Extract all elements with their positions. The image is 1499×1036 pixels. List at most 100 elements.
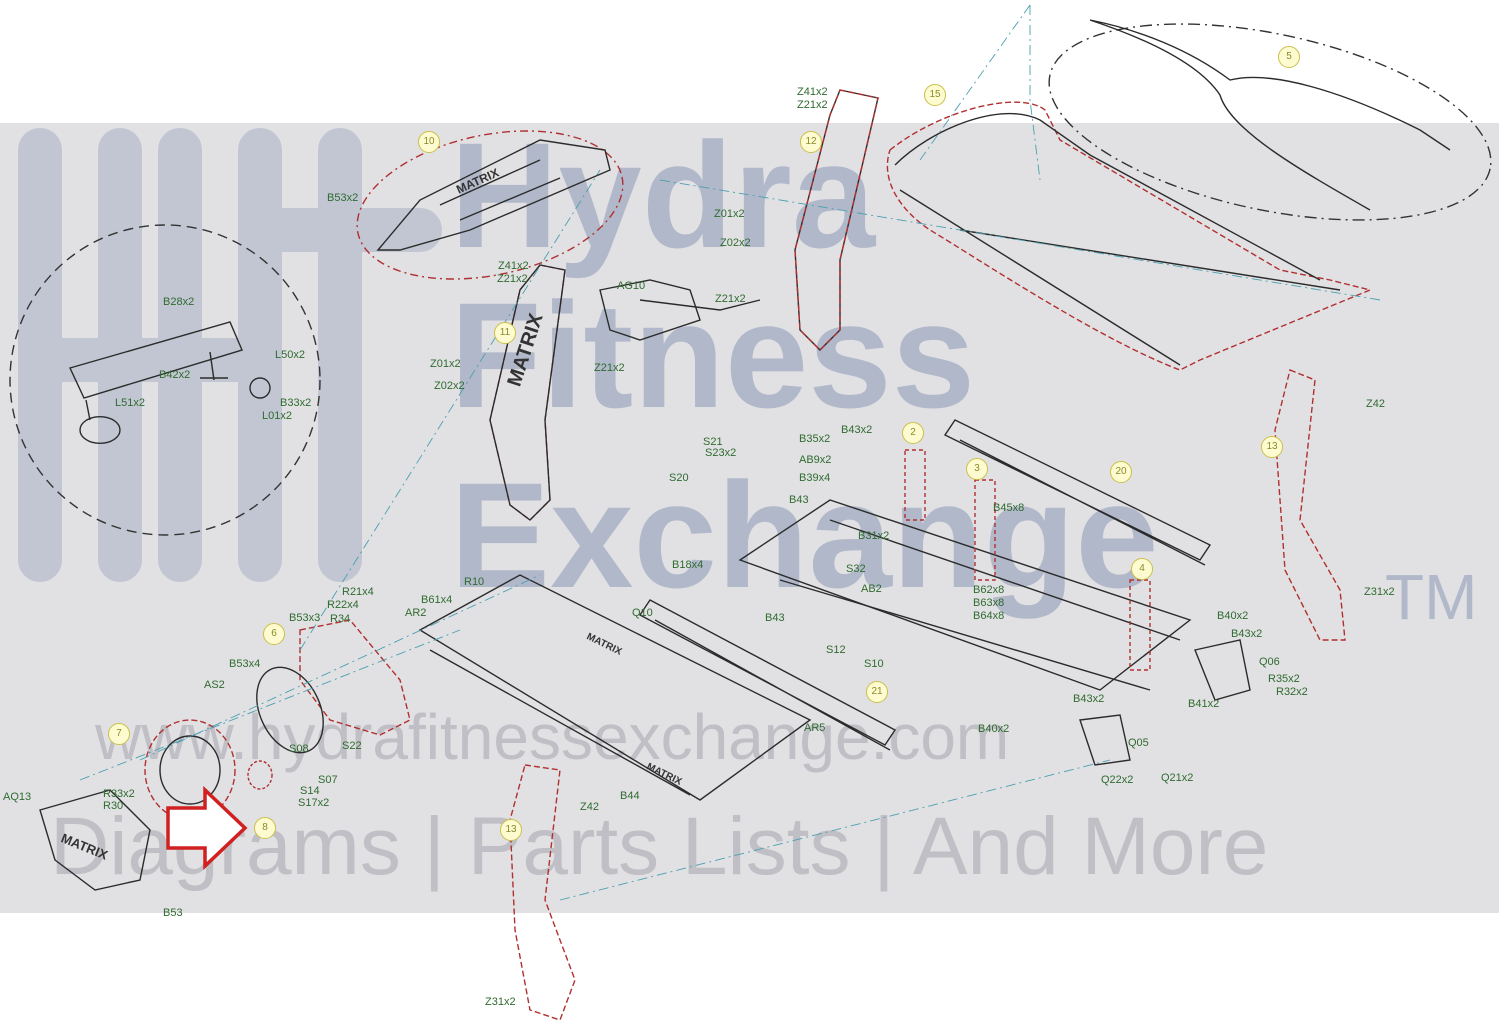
part-label: S21 xyxy=(703,436,723,448)
part-label: B63x8 xyxy=(973,597,1005,609)
callout-15: 15 xyxy=(924,84,946,106)
part-label: R21x4 xyxy=(342,586,374,598)
part-label: S14 xyxy=(300,785,320,797)
part-label: S17x2 xyxy=(298,797,330,809)
part-label: B33x2 xyxy=(280,397,312,409)
part-label: R22x4 xyxy=(327,599,359,611)
part-label: B41x2 xyxy=(1188,698,1220,710)
part-label: R10 xyxy=(464,576,485,588)
part-label: S12 xyxy=(826,644,846,656)
part-label: B53x2 xyxy=(327,192,359,204)
callout-4: 4 xyxy=(1131,558,1153,580)
part-label: Z21x2 xyxy=(497,273,528,285)
watermark-tagline: Diagrams | Parts Lists | And More xyxy=(50,801,1269,892)
part-label: B43x2 xyxy=(841,424,873,436)
part-label: B62x8 xyxy=(973,584,1005,596)
part-label: B43 xyxy=(789,494,809,506)
part-label: B35x2 xyxy=(799,433,831,445)
callout-11: 11 xyxy=(494,322,516,344)
part-label: R32x2 xyxy=(1276,686,1308,698)
part-label: Q05 xyxy=(1128,737,1149,749)
part-label: L51x2 xyxy=(115,397,145,409)
part-label: R30 xyxy=(103,800,124,812)
part-label: B31x2 xyxy=(858,530,890,542)
part-label: S32 xyxy=(846,563,866,575)
watermark-band xyxy=(0,123,1499,913)
part-label: Z01x2 xyxy=(430,358,461,370)
detail-circle xyxy=(9,224,321,536)
part-label: Z01x2 xyxy=(714,208,745,220)
watermark-line-3: Exchange xyxy=(450,451,1159,619)
part-label: Q10 xyxy=(632,607,653,619)
callout-13-bottom: 13 xyxy=(500,819,522,841)
part-label: AR5 xyxy=(804,722,826,734)
part-label: AB2 xyxy=(861,583,882,595)
part-label: S23x2 xyxy=(705,447,737,459)
part-label: B42x2 xyxy=(159,369,191,381)
part-label: S10 xyxy=(864,658,884,670)
highlight-arrow-icon xyxy=(166,785,248,871)
callout-12: 12 xyxy=(800,131,822,153)
part-label: Z41x2 xyxy=(498,260,529,272)
part-label: R33x2 xyxy=(103,788,135,800)
part-label: Z42 xyxy=(580,801,599,813)
part-label: AQ13 xyxy=(3,791,32,803)
part-label: B39x4 xyxy=(799,472,831,484)
part-label: Q06 xyxy=(1259,656,1280,668)
part-label: L01x2 xyxy=(262,410,292,422)
part-label: B18x4 xyxy=(672,559,704,571)
part-label: S08 xyxy=(289,743,309,755)
part-label: R35x2 xyxy=(1268,673,1300,685)
part-label: Z31x2 xyxy=(1364,586,1395,598)
part-label: S07 xyxy=(318,774,338,786)
part-label: S20 xyxy=(669,472,689,484)
part-label: B43x2 xyxy=(1073,693,1105,705)
part-label: B53 xyxy=(163,907,183,919)
part-label: Z21x2 xyxy=(797,99,828,111)
part-label: L50x2 xyxy=(275,349,305,361)
part-label: Z42 xyxy=(1366,398,1385,410)
watermark-url: www.hydrafitnessexchange.com xyxy=(95,701,1010,773)
part-label: B45x8 xyxy=(993,502,1025,514)
part-label: B53x4 xyxy=(229,658,261,670)
part-label: B43 xyxy=(765,612,785,624)
part-label: Z21x2 xyxy=(594,362,625,374)
callout-20: 20 xyxy=(1110,461,1132,483)
part-label: B64x8 xyxy=(973,610,1005,622)
part-label: Z21x2 xyxy=(715,293,746,305)
part-label: Z41x2 xyxy=(797,86,828,98)
cross-bar xyxy=(69,321,243,399)
part-label: Z02x2 xyxy=(720,237,751,249)
part-label: AB9x2 xyxy=(799,454,832,466)
part-label: Q22x2 xyxy=(1101,774,1134,786)
part-label: B40x2 xyxy=(978,723,1010,735)
part-label: B28x2 xyxy=(163,296,195,308)
callout-6: 6 xyxy=(263,623,285,645)
part-label: B44 xyxy=(620,790,640,802)
callout-13-right: 13 xyxy=(1261,436,1283,458)
callout-8: 8 xyxy=(254,817,276,839)
watermark-line-2: Fitness xyxy=(450,271,976,439)
part-label: B61x4 xyxy=(421,594,453,606)
callout-3: 3 xyxy=(966,458,988,480)
callout-10: 10 xyxy=(418,131,440,153)
part-label: AG10 xyxy=(617,280,646,292)
callout-5: 5 xyxy=(1278,46,1300,68)
part-label: S22 xyxy=(342,740,362,752)
part-label: AR2 xyxy=(405,607,427,619)
callout-21: 21 xyxy=(866,681,888,703)
part-label: B40x2 xyxy=(1217,610,1249,622)
part-label: Z31x2 xyxy=(485,996,516,1008)
callout-7: 7 xyxy=(108,723,130,745)
part-label: B53x3 xyxy=(289,612,321,624)
part-label: Z02x2 xyxy=(434,380,465,392)
part-label: B43x2 xyxy=(1231,628,1263,640)
part-label: Q21x2 xyxy=(1161,772,1194,784)
part-label: AS2 xyxy=(204,679,225,691)
part-label: R34 xyxy=(330,613,351,625)
callout-2: 2 xyxy=(902,422,924,444)
watermark-tm: TM xyxy=(1385,561,1478,633)
